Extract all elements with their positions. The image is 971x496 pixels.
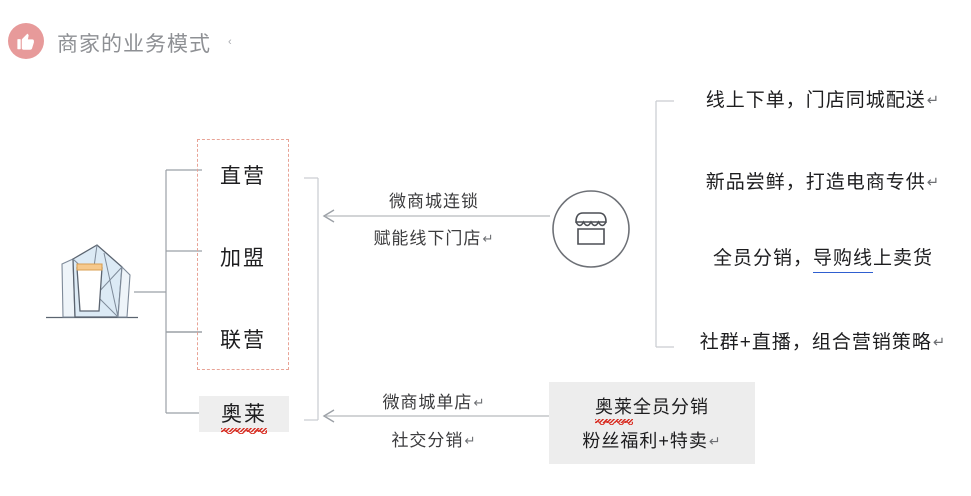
chain-arrow-label-line2-text: 赋能线下门店 <box>373 229 482 248</box>
return-mark-icon: ↵ <box>473 395 486 410</box>
return-mark-icon: ↵ <box>708 433 722 449</box>
outlet-detail-line: 奥莱 全员分销 <box>549 393 755 425</box>
left-branch-connector <box>134 158 204 426</box>
header: 商家的业务模式 ‹ <box>0 0 971 80</box>
return-mark-icon: ↵ <box>926 175 941 191</box>
benefit-text: 线上下单，门店同城配送 <box>705 90 926 111</box>
benefit-item: 新品尝鲜，打造电商专供↵ <box>678 167 968 194</box>
return-mark-icon: ↵ <box>932 335 947 351</box>
return-mark-icon: ↵ <box>464 433 477 448</box>
right-branch-connector <box>652 96 678 352</box>
channel-label-joint: 联营 <box>220 329 266 352</box>
benefit-text-before: 全员分销， <box>712 248 813 269</box>
spellcheck-squiggle-icon <box>595 420 633 425</box>
channel-label-franchise: 加盟 <box>220 247 266 270</box>
benefit-text: 社群+直播，组合营销策略 <box>699 332 932 353</box>
chain-arrow-label-line2: 赋能线下门店↵ <box>318 224 550 249</box>
thumbs-up-icon <box>8 23 44 59</box>
outlet-detail-prefix: 奥莱 <box>595 397 633 417</box>
benefit-text: 新品尝鲜，打造电商专供 <box>705 172 926 193</box>
outlet-detail-text: 粉丝福利+特卖 <box>582 431 708 451</box>
outlet-arrow-label-line1-text: 微商城单店 <box>382 393 473 412</box>
chain-arrow-label-line1: 微商城连锁 <box>389 192 479 211</box>
benefit-text-underlined: 导购线 <box>812 243 874 273</box>
benefit-item: 全员分销，导购线上卖货 <box>678 243 968 273</box>
outlet-arrow-label-line1: 微商城单店↵ <box>318 388 550 413</box>
title-caret: ‹ <box>228 36 232 48</box>
outlet-detail-suffix: 全员分销 <box>633 397 709 417</box>
outlet-detail-prefix-wrap: 奥莱 <box>595 393 633 425</box>
storefront-icon <box>551 189 631 269</box>
office-building-icon <box>44 233 140 325</box>
channel-label-direct: 直营 <box>220 165 266 188</box>
return-mark-icon: ↵ <box>482 231 495 246</box>
spellcheck-squiggle-icon <box>221 429 267 434</box>
benefit-text-after: 上卖货 <box>873 248 934 269</box>
outlet-label: 奥莱 <box>199 398 289 434</box>
outlet-arrow <box>318 406 550 426</box>
outlet-detail-panel <box>549 382 755 464</box>
outlet-label-value: 奥莱 <box>221 403 267 426</box>
benefit-item: 社群+直播，组合营销策略↵ <box>678 327 968 354</box>
outlet-box <box>199 396 289 432</box>
outlet-arrow-label-line2: 社交分销↵ <box>318 426 550 451</box>
page-title: 商家的业务模式 <box>57 33 211 56</box>
channel-group-box <box>197 139 289 370</box>
outlet-arrow-label-line2-text: 社交分销 <box>391 431 464 450</box>
outlet-detail-line: 粉丝福利+特卖↵ <box>549 427 755 453</box>
benefit-item: 线上下单，门店同城配送↵ <box>678 85 968 112</box>
outlet-label-text: 奥莱 <box>221 398 267 434</box>
return-mark-icon: ↵ <box>926 93 941 109</box>
chain-arrow <box>318 206 550 226</box>
middle-group-connector <box>300 172 326 426</box>
